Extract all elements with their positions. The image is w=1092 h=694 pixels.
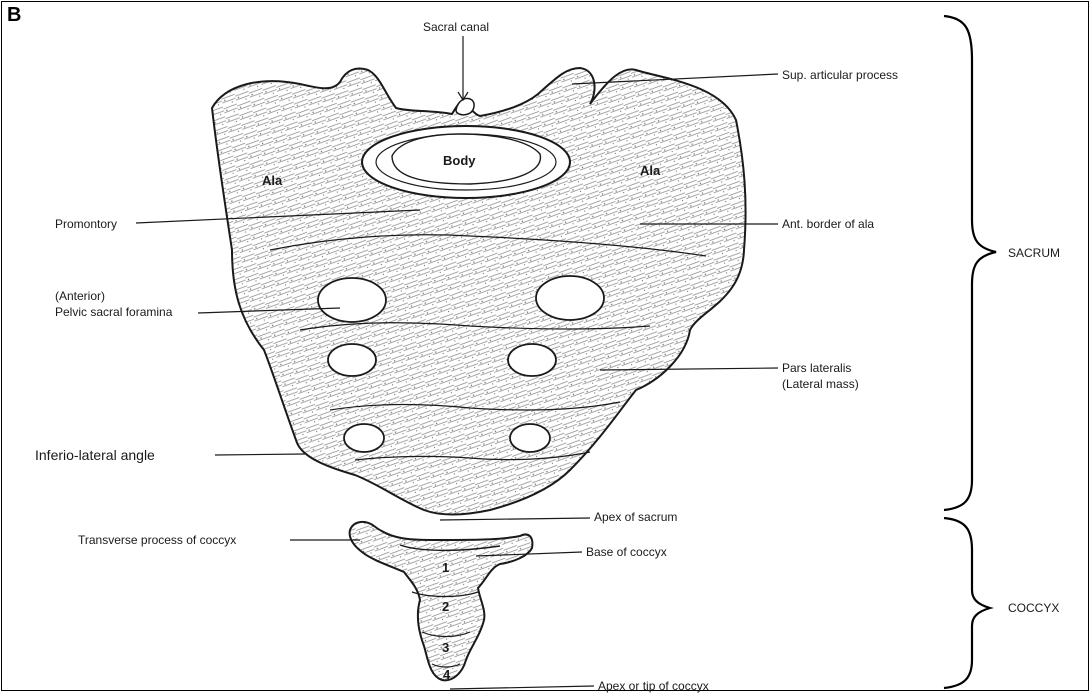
label-pelvic-foramina-line2: Pelvic sacral foramina <box>55 305 172 319</box>
label-ant-border-of-ala: Ant. border of ala <box>782 217 874 231</box>
label-inferio-lateral-angle: Inferio-lateral angle <box>35 447 155 463</box>
foramen-right-2 <box>508 344 556 376</box>
label-body: Body <box>443 154 476 168</box>
label-transverse-process-of-coccyx: Transverse process of coccyx <box>78 533 236 547</box>
foramen-left-1 <box>318 278 386 322</box>
label-apex-or-tip-of-coccyx: Apex or tip of coccyx <box>598 679 709 693</box>
label-base-of-coccyx: Base of coccyx <box>586 545 667 559</box>
label-apex-of-sacrum: Apex of sacrum <box>594 510 677 524</box>
label-pelvic-foramina-line1: (Anterior) <box>55 289 105 303</box>
sacrum-brace <box>944 16 996 510</box>
label-pars-lateralis-line2: (Lateral mass) <box>782 377 859 391</box>
label-coccyx: COCCYX <box>1008 601 1059 615</box>
label-coccyx-segment-2: 2 <box>442 600 449 614</box>
label-sacrum: SACRUM <box>1008 246 1060 260</box>
coccyx-outline <box>350 522 533 680</box>
label-pars-lateralis-line1: Pars lateralis <box>782 361 851 375</box>
label-coccyx-segment-4: 4 <box>443 668 450 682</box>
label-promontory: Promontory <box>55 217 117 231</box>
label-coccyx-segment-3: 3 <box>442 641 449 655</box>
coccyx-brace <box>944 518 990 688</box>
label-sup-articular-process: Sup. articular process <box>782 68 898 82</box>
foramen-left-2 <box>328 344 376 376</box>
foramen-right-1 <box>536 276 604 320</box>
foramen-right-3 <box>510 424 550 452</box>
label-ala-left: Ala <box>262 174 282 188</box>
foramen-left-3 <box>344 424 384 452</box>
label-coccyx-segment-1: 1 <box>442 561 449 575</box>
panel-letter: B <box>7 4 21 27</box>
label-sacral-canal: Sacral canal <box>423 20 489 34</box>
label-ala-right: Ala <box>640 164 660 178</box>
